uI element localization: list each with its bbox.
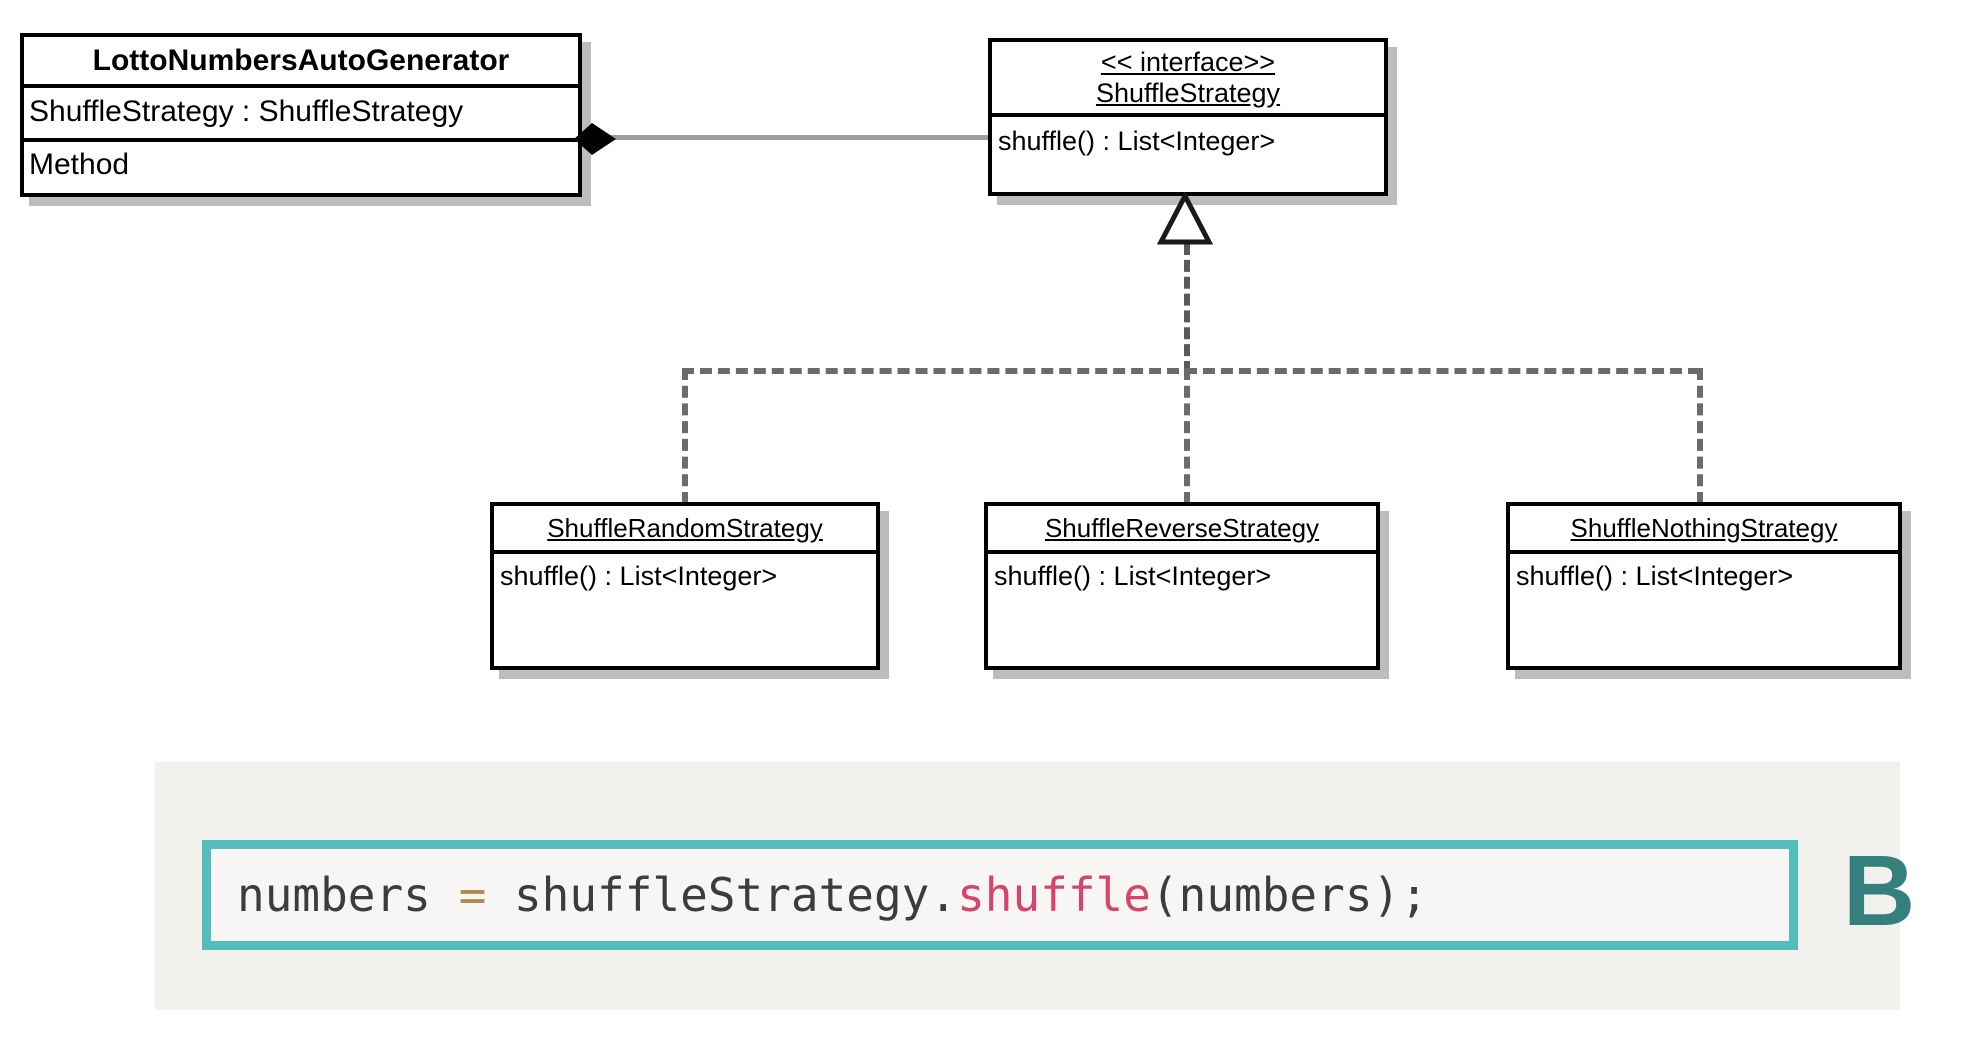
highlighted-code-box: numbers = shuffleStrategy.shuffle(number… — [202, 840, 1798, 950]
realization-dashed-bus — [682, 368, 1700, 374]
uml-class-shuffle-nothing-strategy: ShuffleNothingStrategy shuffle() : List<… — [1506, 502, 1902, 670]
hollow-triangle-icon — [1157, 192, 1213, 248]
uml-class-name: ShuffleNothingStrategy — [1570, 513, 1838, 543]
uml-method-row: Method — [29, 148, 130, 181]
uml-attribute-row: ShuffleStrategy : ShuffleStrategy — [24, 88, 578, 142]
uml-interface-shuffle-strategy: << interface>> ShuffleStrategy shuffle()… — [988, 38, 1388, 196]
uml-method-row: shuffle() : List<Integer> — [998, 126, 1276, 156]
uml-class-name: ShuffleRandomStrategy — [547, 513, 823, 543]
uml-class-title: ShuffleRandomStrategy — [494, 506, 876, 554]
uml-class-title: LottoNumbersAutoGenerator — [24, 37, 578, 88]
uml-class-shuffle-reverse-strategy: ShuffleReverseStrategy shuffle() : List<… — [984, 502, 1380, 670]
realization-dashed-drop-right — [1697, 368, 1703, 504]
uml-class-lotto-numbers-auto-generator: LottoNumbersAutoGenerator ShuffleStrateg… — [20, 33, 582, 197]
uml-class-title: ShuffleNothingStrategy — [1510, 506, 1898, 554]
realization-dashed-drop-middle — [1184, 368, 1190, 504]
uml-interface-title: << interface>> ShuffleStrategy — [992, 42, 1384, 117]
code-token-receiver: shuffleStrategy. — [486, 868, 958, 922]
composition-association-line — [580, 135, 992, 140]
uml-method-row: shuffle() : List<Integer> — [500, 561, 778, 591]
uml-class-name: ShuffleReverseStrategy — [1044, 513, 1320, 543]
uml-stereotype-label: << interface>> — [1100, 46, 1276, 77]
realization-dashed-drop-left — [682, 368, 688, 504]
code-line: numbers = shuffleStrategy.shuffle(number… — [211, 868, 1428, 922]
code-token-args: (numbers); — [1150, 868, 1428, 922]
uml-class-shuffle-random-strategy: ShuffleRandomStrategy shuffle() : List<I… — [490, 502, 880, 670]
realization-dashed-stem — [1184, 243, 1190, 373]
uml-class-title: ShuffleReverseStrategy — [988, 506, 1376, 554]
uml-method-row: shuffle() : List<Integer> — [994, 561, 1272, 591]
code-token-method: shuffle — [957, 868, 1151, 922]
annotation-marker-b: B — [1843, 835, 1916, 947]
code-token-prefix: numbers — [237, 868, 459, 922]
uml-interface-name: ShuffleStrategy — [1095, 77, 1281, 108]
code-token-operator: = — [458, 868, 487, 922]
uml-method-row: shuffle() : List<Integer> — [1516, 561, 1794, 591]
uml-class-name: LottoNumbersAutoGenerator — [92, 44, 510, 77]
